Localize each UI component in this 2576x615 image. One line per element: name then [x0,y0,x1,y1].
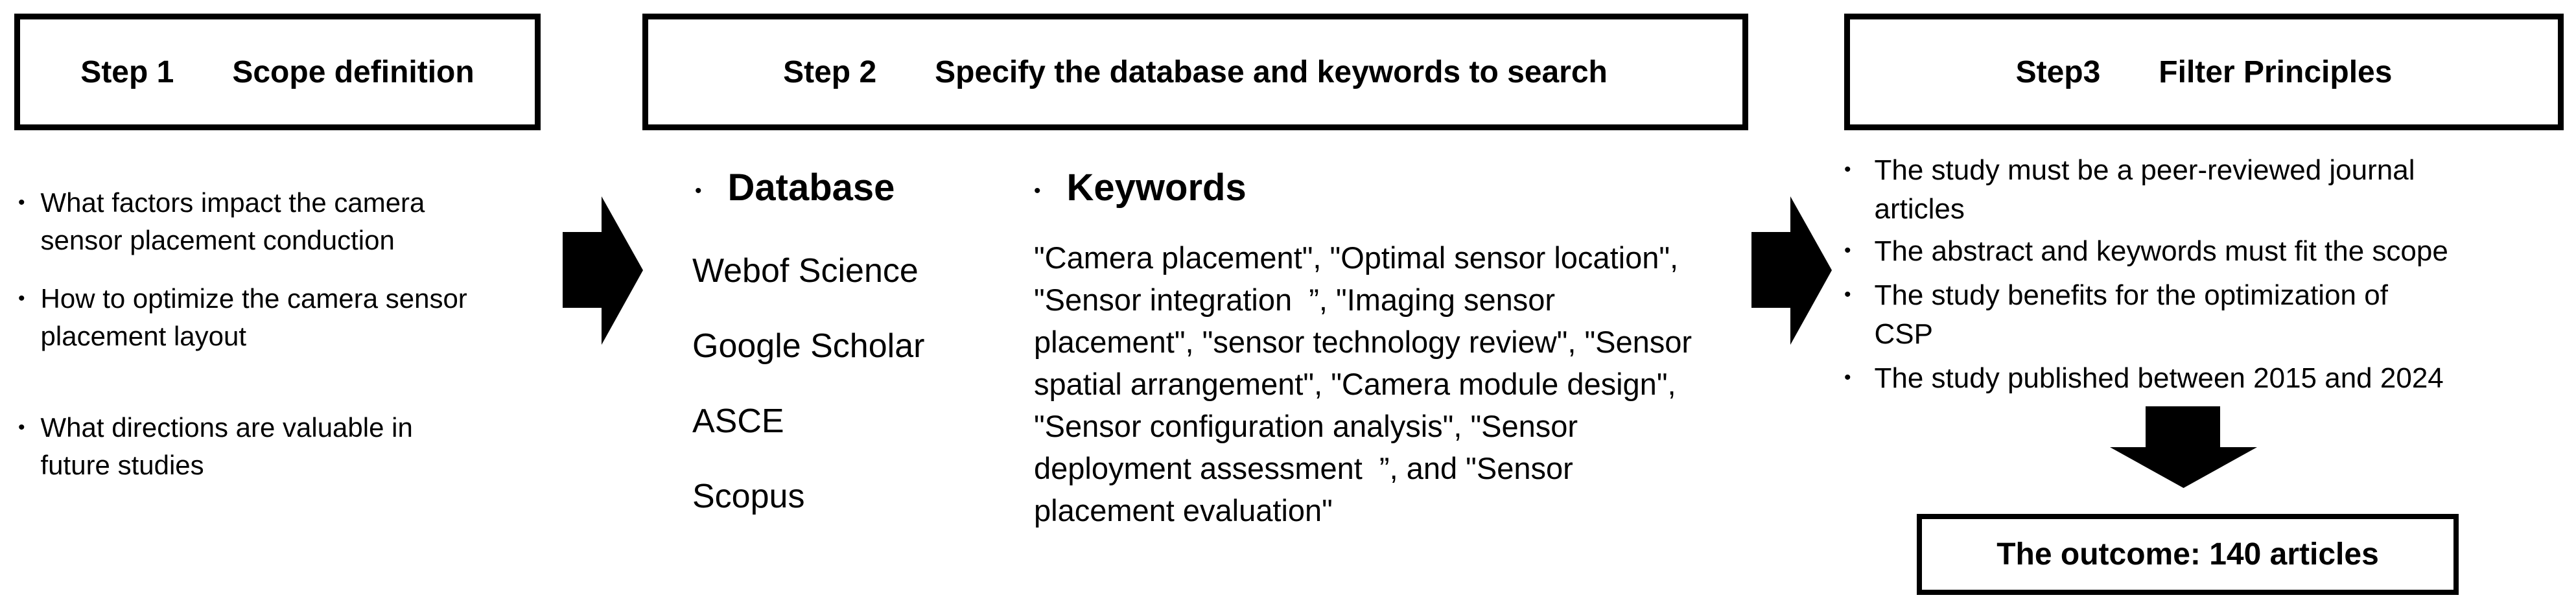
right-arrow-icon [563,196,643,345]
database-header: • Database [695,167,895,209]
bullet-text: The abstract and keywords must fit the s… [1874,235,2448,267]
down-arrow-shape [2110,406,2257,488]
keywords-header: • Keywords [1034,167,1247,209]
step3-bullet-3: • The study benefits for the optimizatio… [1844,276,2570,354]
step1-box: Step 1 Scope definition [14,14,541,130]
bullet-marker-icon: • [695,180,702,202]
step1-bullet-3: • What directions are valuable in future… [18,409,556,484]
database-header-label: Database [727,167,895,209]
bullet-text: The study must be a peer-reviewed journa… [1874,154,2415,225]
step2-title: Specify the database and keywords to sea… [935,54,1608,89]
outcome-box: The outcome: 140 articles [1917,514,2459,595]
right-arrow-shape [1751,196,1832,345]
keywords-text: "Camera placement", "Optimal sensor loca… [1034,240,1692,528]
bullet-marker-icon: • [18,192,25,213]
database-item: ASCE [692,402,784,440]
step3-bullet-1: • The study must be a peer-reviewed jour… [1844,151,2570,229]
step3-box: Step3 Filter Principles [1844,14,2564,130]
step1-title: Scope definition [232,54,474,89]
database-item: Webof Science [692,252,919,290]
bullet-marker-icon: • [1844,240,1851,261]
right-arrow-icon [1751,196,1832,345]
step3-title: Filter Principles [2159,54,2393,89]
keywords-header-label: Keywords [1066,167,1247,209]
step1-bullet-2: • How to optimize the camera sensor plac… [18,280,556,355]
right-arrow-shape [563,196,643,345]
bullet-text: The study benefits for the optimization … [1874,279,2388,350]
step1-number: Step 1 [80,54,174,89]
step3-bullet-4: • The study published between 2015 and 2… [1844,359,2570,398]
bullet-marker-icon: • [1844,159,1851,180]
outcome-text: The outcome: 140 articles [1996,537,2379,572]
bullet-text: How to optimize the camera sensor placem… [40,283,467,351]
bullet-marker-icon: • [1844,284,1851,305]
database-item: Google Scholar [692,327,925,365]
step3-bullet-2: • The abstract and keywords must fit the… [1844,232,2570,271]
database-item: Scopus [692,478,805,515]
step1-bullet-1: • What factors impact the camera sensor … [18,184,556,259]
bullet-marker-icon: • [18,288,25,309]
bullet-marker-icon: • [18,417,25,438]
step2-number: Step 2 [783,54,877,89]
step2-box: Step 2 Specify the database and keywords … [642,14,1748,130]
bullet-text: What directions are valuable in future s… [40,412,413,480]
database-list: Webof Science Google Scholar ASCE Scopus [692,254,924,555]
bullet-text: What factors impact the camera sensor pl… [40,187,425,255]
down-arrow-icon [2110,406,2257,488]
step3-number: Step3 [2015,54,2101,89]
bullet-marker-icon: • [1844,367,1851,388]
bullet-text: The study published between 2015 and 202… [1874,362,2444,394]
bullet-marker-icon: • [1034,180,1041,202]
